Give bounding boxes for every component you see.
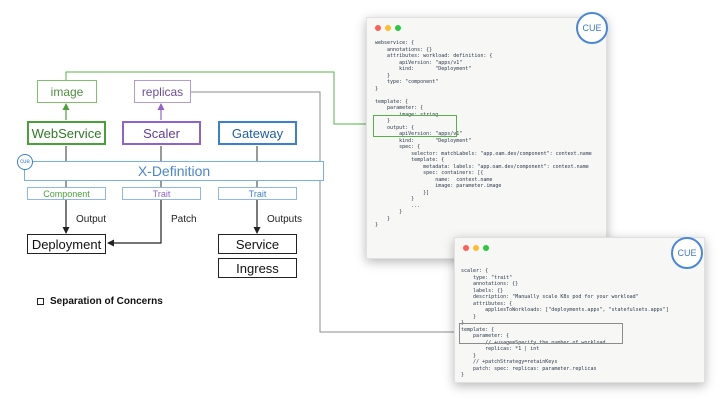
xdefinition-bar: X-Definition [24,161,324,181]
service-box: Service [218,234,297,254]
patch-label: Patch [171,214,197,225]
xdefinition-label: X-Definition [137,163,211,179]
close-dot-icon-2 [463,245,469,251]
trait2-label: Trait [248,188,267,199]
deployment-box: Deployment [27,234,106,254]
image-label: image [50,84,84,99]
webservice-label: WebService [31,125,102,141]
window-controls-2 [463,245,489,251]
ingress-label: Ingress [236,260,279,276]
image-parameter-box: image [37,80,97,103]
trait1-label: Trait [152,188,171,199]
webservice-box: WebService [27,121,106,145]
line-image-to-code [65,71,372,125]
gateway-box: Gateway [218,121,297,145]
window-controls [375,25,401,31]
checkbox-bullet-icon [37,298,44,305]
cue-logo-2-label: CUE [677,248,697,258]
code-window-scaler: scaler: { type: "trait" annotations: {} … [454,237,705,383]
close-dot-icon [375,25,381,31]
zoom-dot-icon-2 [483,245,489,251]
minimize-dot-icon-2 [473,245,479,251]
scaler-code: scaler: { type: "trait" annotations: {} … [461,268,669,378]
cue-logo-1: CUE [576,12,608,44]
output-label: Output [76,214,107,225]
service-label: Service [235,236,280,252]
trait-type-box-1: Trait [122,187,201,200]
line-replicas-to-code [191,91,455,333]
cue-badge-label: cue [20,159,30,165]
deployment-label: Deployment [31,236,102,252]
replicas-label: replicas [141,84,184,99]
replicas-parameter-box: replicas [134,80,191,103]
webservice-code: webservice: { annotations: {} attributes… [375,40,592,228]
scaler-box: Scaler [122,121,201,145]
component-label: Component [43,188,90,199]
image-parameter-highlight [373,115,457,137]
gateway-label: Gateway [231,125,284,141]
outputs-label: Outputs [267,214,303,225]
cue-logo-1-label: CUE [582,23,602,33]
component-type-box: Component [27,187,106,200]
zoom-dot-icon [395,25,401,31]
replicas-parameter-highlight [459,323,623,344]
ingress-box: Ingress [218,258,297,278]
minimize-dot-icon [385,25,391,31]
separation-heading: Separation of Concerns [37,296,163,307]
code-window-webservice: webservice: { annotations: {} attributes… [366,17,607,259]
arrow-patch [107,200,162,247]
cue-badge: cue [17,154,33,170]
cue-logo-2: CUE [671,237,703,269]
separation-label: Separation of Concerns [50,296,163,307]
scaler-label: Scaler [143,125,180,141]
trait-type-box-2: Trait [218,187,297,200]
